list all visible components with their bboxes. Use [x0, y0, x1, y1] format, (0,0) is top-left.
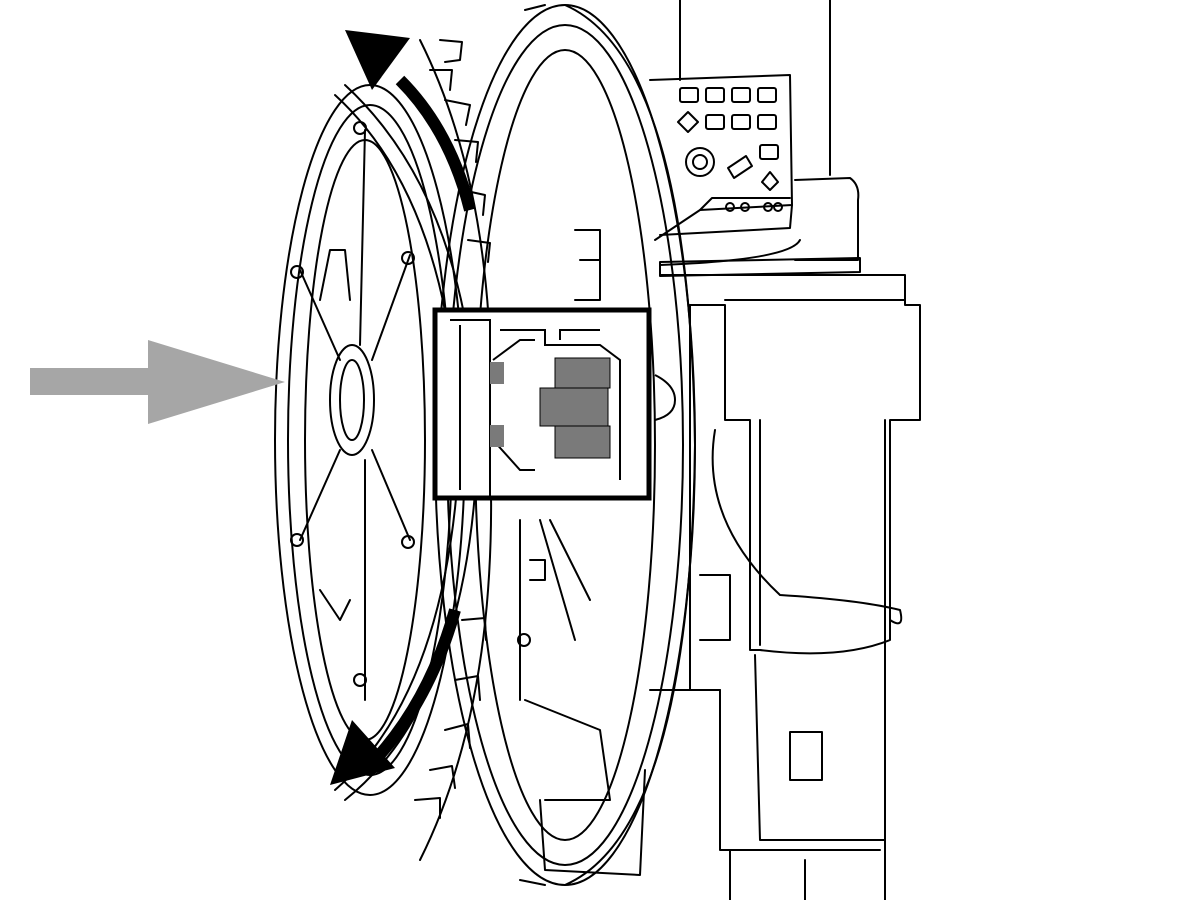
- push-direction-arrow-icon: [30, 340, 285, 424]
- panel-jack: [757, 114, 777, 130]
- panel-jacks: [679, 87, 779, 160]
- callout-box: [432, 307, 677, 501]
- panel-jack: [759, 144, 779, 160]
- connector-panel: [649, 74, 860, 266]
- internal-wiring: [517, 229, 646, 876]
- gear-rack: [659, 257, 861, 277]
- panel-jack: [731, 87, 751, 103]
- rotate-arrows-icon: [330, 30, 476, 785]
- mast-tube: [679, 0, 886, 900]
- panel-jack: [705, 114, 725, 130]
- panel-jack: [731, 114, 751, 130]
- panel-jack: [705, 87, 725, 103]
- panel-jack: [757, 87, 777, 103]
- panel-jack: [679, 87, 699, 103]
